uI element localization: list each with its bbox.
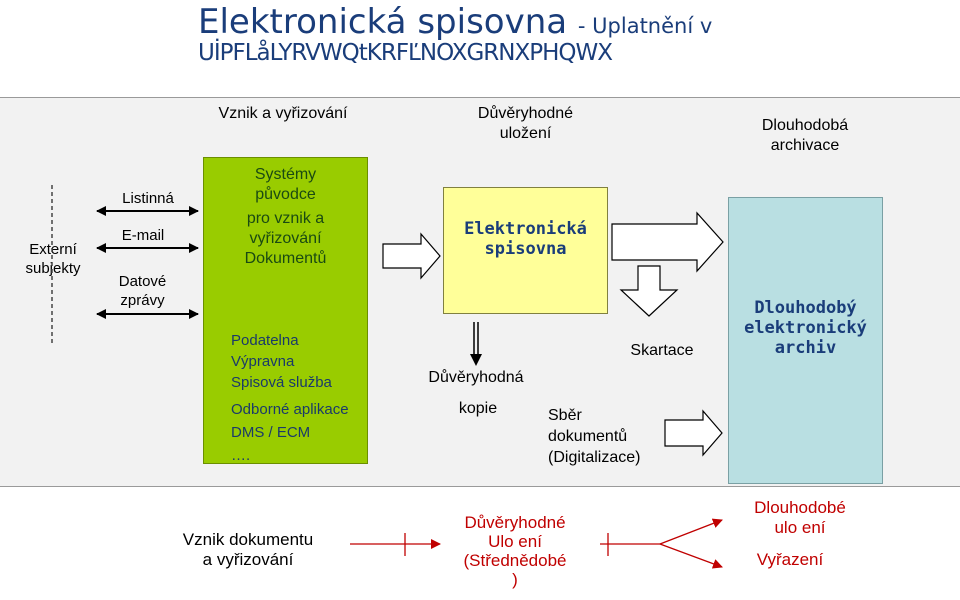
source-systems-line3: pro vznik a: [246, 210, 325, 227]
long-term-archive-line3: archiv: [774, 338, 837, 358]
header-duveryhodne-line2: uložení: [499, 125, 552, 142]
page-title: Elektronická spisovna - Uplatnění v: [198, 2, 712, 42]
label-kopie: kopie: [458, 400, 498, 417]
list-item: Spisová služba: [231, 374, 332, 391]
label-sber-line1: Sběr: [548, 407, 582, 424]
source-systems-box: [203, 157, 368, 464]
label-sber: Sběr dokumentů (Digitalizace): [548, 405, 678, 468]
bottom-dlouhodobe-line1: Dlouhodobé: [754, 498, 846, 517]
bottom-stredne-line2: Ulo ení: [488, 532, 542, 551]
title-main: Elektronická spisovna: [198, 2, 568, 42]
electronic-archive-line1: Elektronická: [464, 219, 587, 239]
bottom-stredne-line1: Důvěryhodné: [464, 513, 566, 532]
label-datove-zpravy: Datové zprávy: [105, 272, 180, 310]
electronic-archive-line2: spisovna: [484, 239, 567, 259]
long-term-archive-line2: elektronický: [744, 318, 867, 338]
label-sber-line3: (Digitalizace): [548, 449, 641, 466]
source-systems-list: Podatelna Výpravna Spisová služba Odborn…: [231, 330, 371, 467]
external-subjects-line2: subjekty: [25, 260, 81, 277]
label-sber-line2: dokumentů: [548, 428, 628, 445]
label-listinna: Listinná: [122, 190, 174, 207]
long-term-archive-label: Dlouhodobý elektronický archiv: [728, 298, 883, 358]
list-item: Podatelna: [231, 332, 299, 349]
electronic-archive-label: Elektronická spisovna: [443, 219, 608, 259]
source-systems-line1: Systémy: [254, 166, 317, 183]
label-datove-line1: Datové: [118, 273, 167, 290]
header-vznik: Vznik a vyřizování: [218, 105, 348, 122]
long-term-archive-line1: Dlouhodobý: [754, 298, 857, 318]
bottom-vznik: Vznik dokumentu a vyřizování: [163, 530, 333, 570]
bottom-stredne: Důvěryhodné Ulo ení (Střednědobé ): [445, 513, 585, 589]
header-dlouhodoba-line2: archivace: [770, 137, 840, 154]
timeline-branch-up: [659, 518, 723, 545]
label-datove-line2: zprávy: [120, 292, 165, 309]
list-item: Výpravna: [231, 353, 295, 370]
header-dlouhodoba-line1: Dlouhodobá: [761, 117, 849, 134]
label-duveryhodna: Důvěryhodná: [428, 369, 524, 386]
label-skartace: Skartace: [630, 342, 694, 359]
title-sub: - Uplatnění v: [577, 14, 713, 38]
source-systems-line4: vyřizování: [249, 230, 322, 247]
list-item: Odborné aplikace: [231, 401, 349, 418]
bottom-dlouhodobe: Dlouhodobé ulo ení: [730, 498, 870, 538]
source-systems-title: Systémy původce pro vznik a vyřizování D…: [203, 165, 368, 269]
long-term-archive-box: [728, 197, 883, 484]
header-dlouhodoba: Dlouhodobá archivace: [730, 116, 880, 156]
header-duveryhodne: Důvěryhodné uložení: [443, 104, 608, 144]
timeline-branch-down: [659, 543, 723, 569]
source-systems-line5: Dokumentů: [244, 250, 327, 267]
title-line2: UİPFLåLYRVWQtKRFĽNOXGRNXPHQWX: [198, 40, 613, 66]
bottom-dlouhodobe-line2: ulo ení: [774, 518, 826, 537]
external-subjects-line1: Externí: [29, 241, 77, 258]
bottom-stredne-line4: ): [512, 570, 518, 589]
label-email: E-mail: [121, 227, 165, 244]
external-subjects: Externí subjekty: [18, 240, 88, 278]
electronic-archive-box: [443, 187, 608, 314]
header-duveryhodne-line1: Důvěryhodné: [477, 105, 574, 122]
source-systems-line2: původce: [255, 186, 316, 203]
bottom-vyrazeni: Vyřazení: [756, 550, 824, 569]
list-item: DMS / ECM: [231, 424, 311, 441]
bottom-stredne-line3: (Střednědobé: [463, 551, 567, 570]
list-item: ….: [231, 447, 251, 464]
bottom-vznik-line2: a vyřizování: [202, 550, 294, 569]
bottom-vznik-line1: Vznik dokumentu: [182, 530, 314, 549]
